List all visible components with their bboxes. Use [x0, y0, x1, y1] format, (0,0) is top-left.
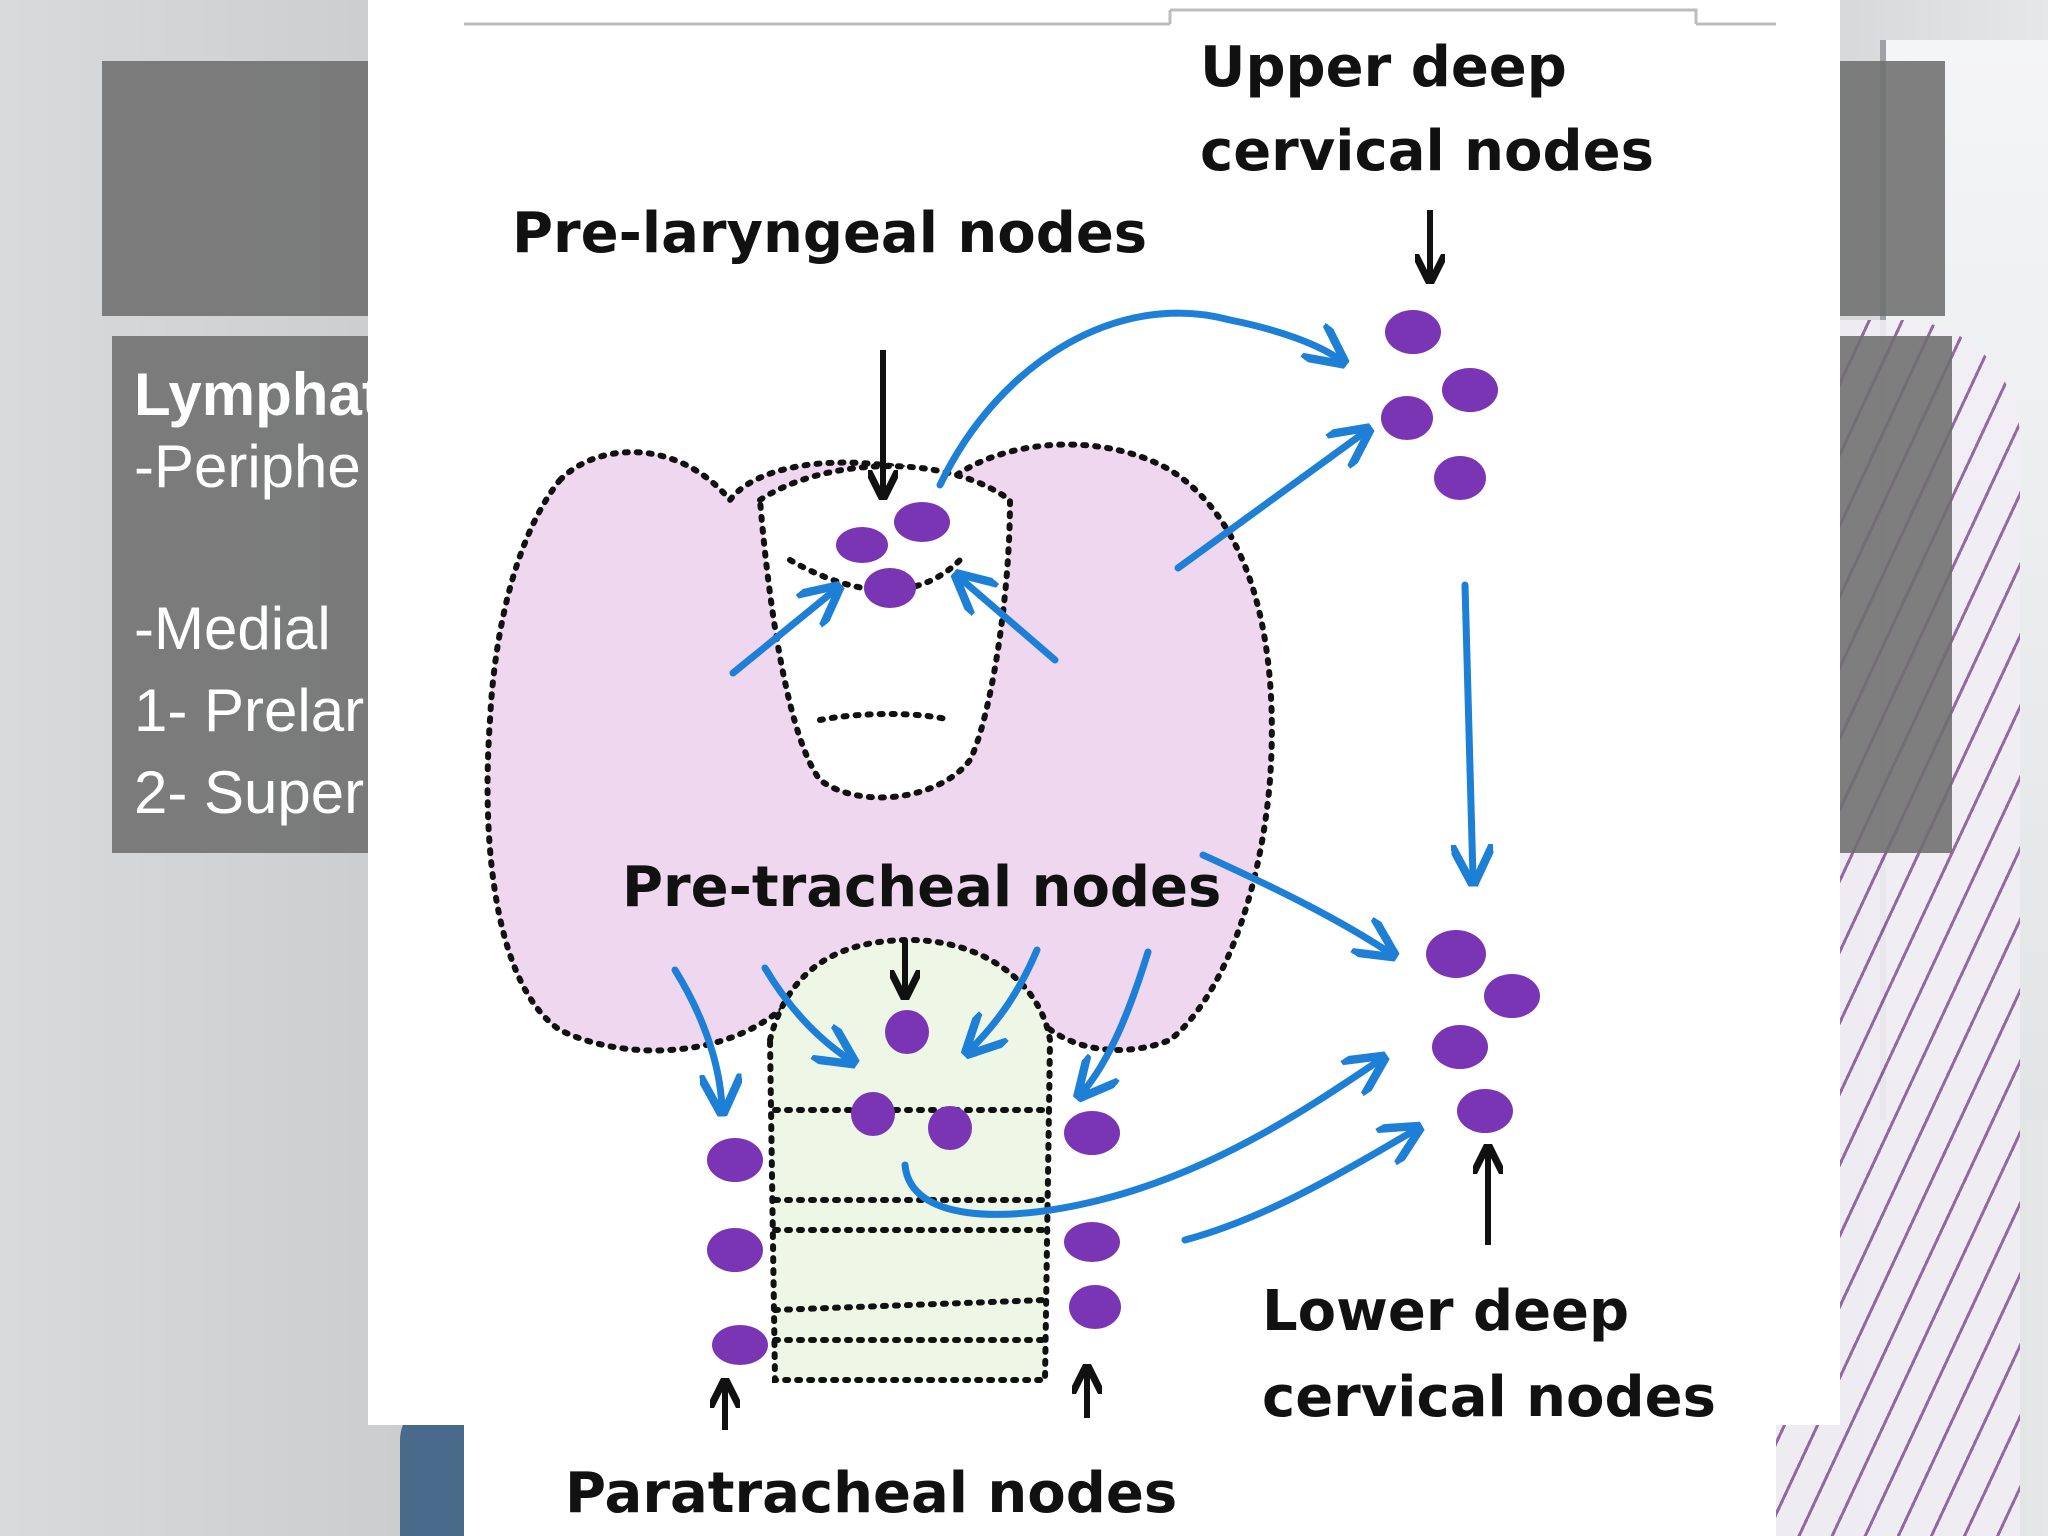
label-upper-deep-line-1: Upper deep — [1200, 35, 1567, 100]
node-prelaryngeal-1 — [836, 527, 888, 563]
flow-arrow-to-pretracheal-left — [761, 964, 850, 1060]
node-pretracheal-1 — [885, 1010, 929, 1054]
node-lower-deep-4 — [1457, 1089, 1513, 1133]
node-upper-deep-2 — [1442, 368, 1498, 412]
node-lower-deep-1 — [1426, 930, 1486, 978]
node-paratracheal-left-3 — [712, 1325, 768, 1365]
tracheal-ring-4 — [772, 1297, 1048, 1313]
flow-arrow-paratracheal-to-lower — [1181, 1130, 1415, 1244]
diagram-panel-extension — [464, 1420, 1776, 1536]
slide-line-item-1: 1- Prelar — [134, 677, 365, 744]
slide-line-peripheral: -Periphe — [134, 433, 361, 500]
label-paratracheal: Paratracheal nodes — [565, 1461, 1177, 1526]
slide-line-heading: Lymphat — [134, 361, 382, 428]
flow-arrow-thyroid-left-to-prelaryngeal — [729, 590, 835, 677]
label-upper-deep-line-2: cervical nodes — [1200, 119, 1654, 184]
label-lower-deep-line-2: cervical nodes — [1262, 1365, 1716, 1430]
node-prelaryngeal-3 — [864, 568, 916, 608]
flow-arrow-thyroid-to-lower — [1199, 851, 1390, 953]
top-rule-line — [464, 8, 1776, 26]
node-upper-deep-4 — [1434, 456, 1486, 500]
node-upper-deep-3 — [1381, 396, 1433, 440]
node-pretracheal-2 — [851, 1092, 895, 1136]
node-lower-deep-3 — [1432, 1025, 1488, 1069]
slide-line-item-2: 2- Super — [134, 759, 365, 826]
flow-arrow-thyroid-right-to-prelaryngeal — [960, 578, 1059, 664]
node-pretracheal-3 — [928, 1106, 972, 1150]
label-pretracheal: Pre-tracheal nodes — [622, 855, 1221, 920]
flow-arrow-to-paratracheal-right — [1082, 948, 1152, 1093]
slide-line-medial: -Medial — [134, 595, 331, 662]
node-lower-deep-2 — [1484, 974, 1540, 1018]
flow-arrow-upper-to-lower — [1465, 581, 1473, 878]
node-paratracheal-left-2 — [707, 1228, 763, 1272]
label-prelaryngeal: Pre-laryngeal nodes — [512, 201, 1147, 266]
flow-arrow-prelaryngeal-to-upper — [936, 309, 1340, 489]
node-paratracheal-right-1 — [1064, 1111, 1120, 1155]
cartilage-line — [817, 711, 953, 723]
larynx-outline — [756, 463, 1014, 801]
node-upper-deep-1 — [1385, 310, 1441, 354]
flow-arrow-to-pretracheal-right — [970, 946, 1041, 1050]
flow-arrow-pretracheal-to-lower — [901, 1060, 1380, 1218]
flow-arrow-to-paratracheal-left — [671, 966, 722, 1108]
node-paratracheal-right-2 — [1064, 1222, 1120, 1262]
node-prelaryngeal-2 — [894, 502, 950, 542]
node-paratracheal-left-1 — [707, 1138, 763, 1182]
node-paratracheal-right-3 — [1069, 1285, 1121, 1329]
label-lower-deep-line-1: Lower deep — [1262, 1279, 1629, 1344]
flow-arrow-thyroid-to-upper — [1174, 432, 1365, 572]
